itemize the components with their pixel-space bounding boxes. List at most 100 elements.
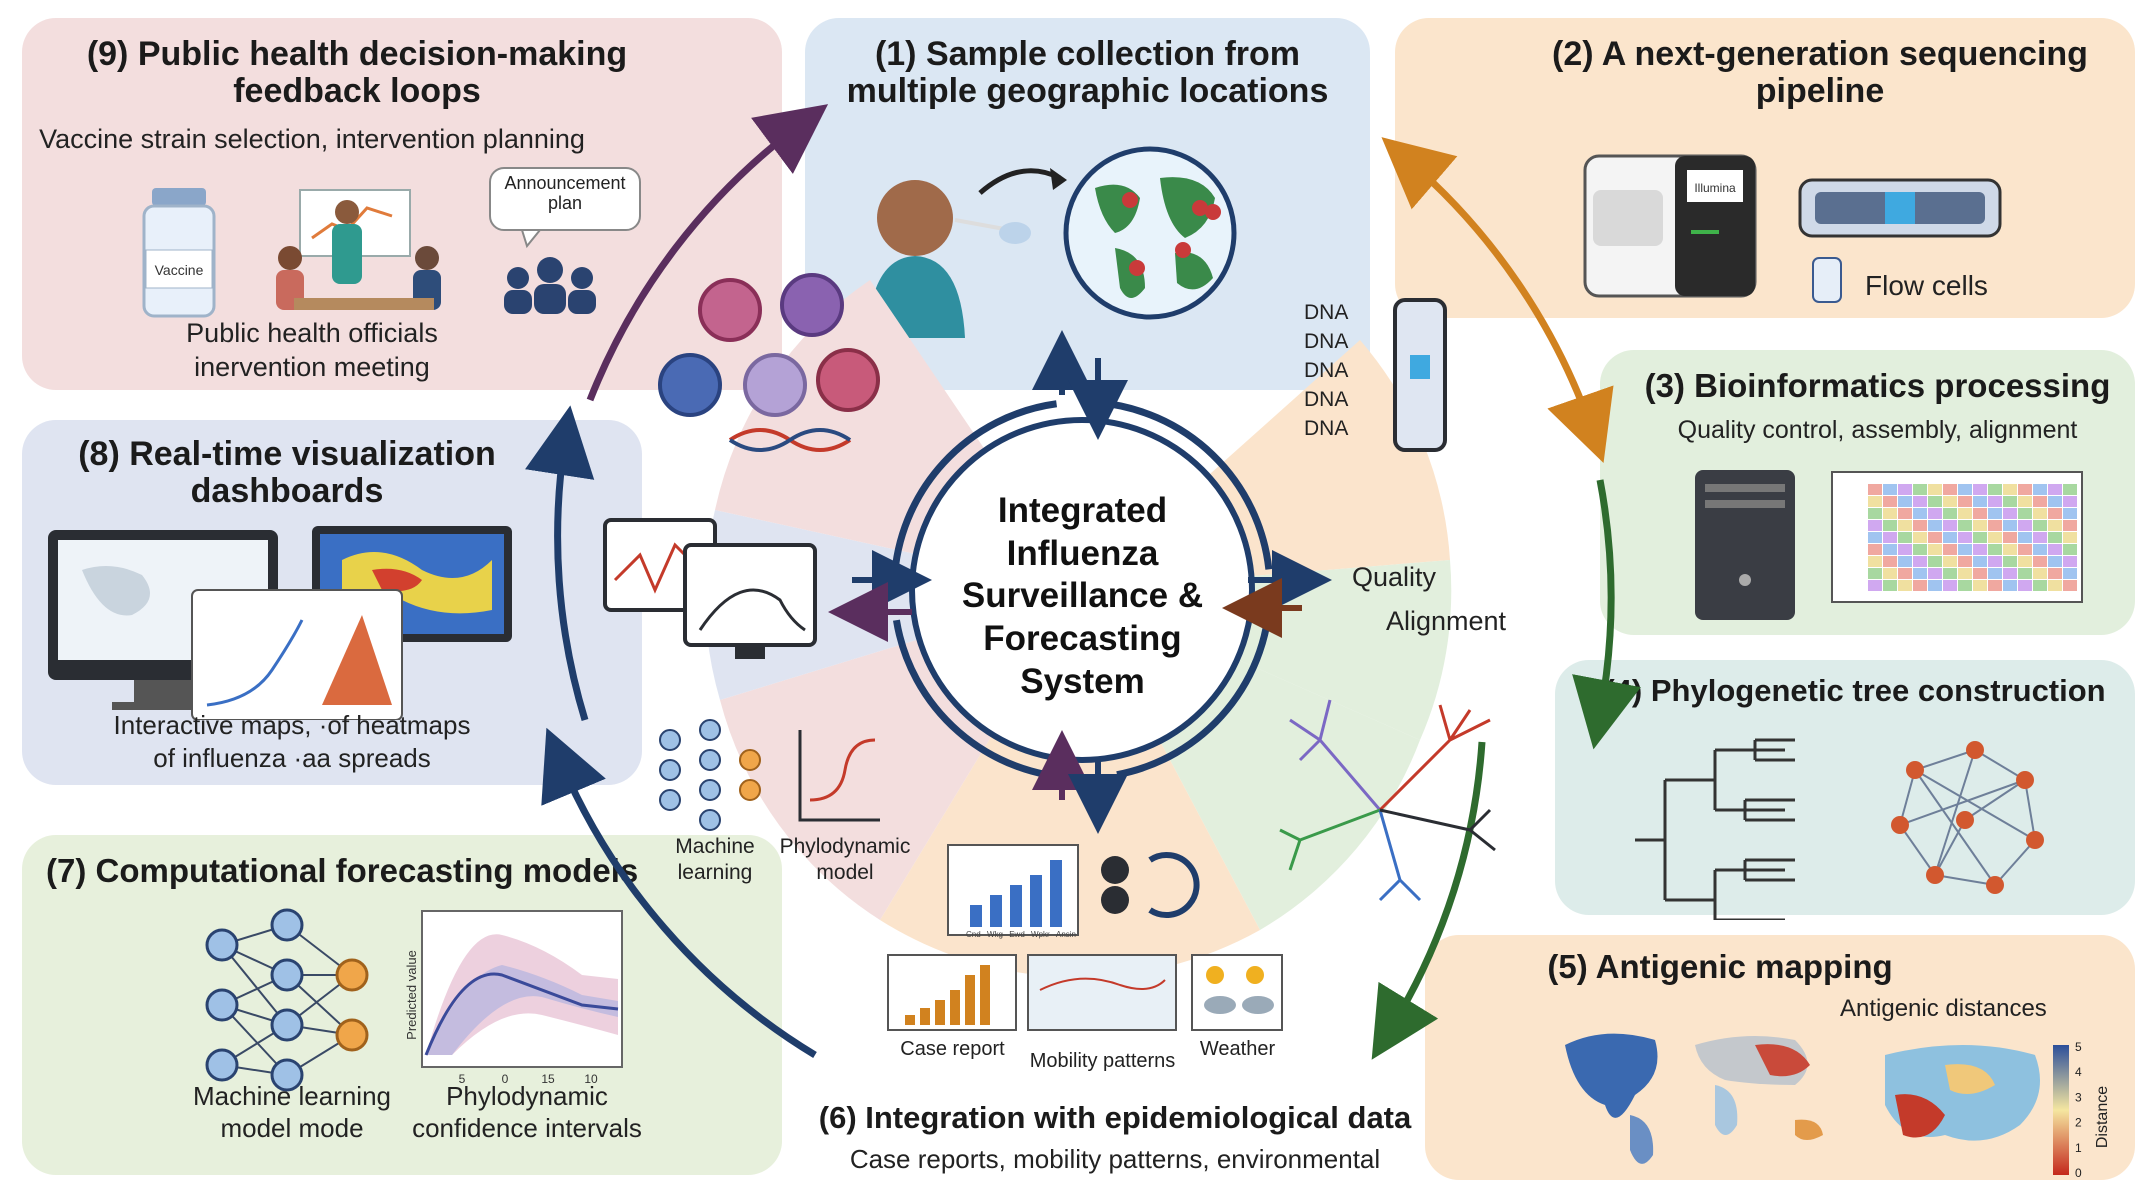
- alignment-cell: [1883, 556, 1897, 567]
- forecast-x-tick-label: 15: [541, 1072, 555, 1086]
- center-title: Integrated Influenza Surveillance & Fore…: [961, 491, 1204, 701]
- alignment-cell: [1943, 484, 1957, 495]
- vaccine-vial-icon: [142, 188, 216, 318]
- ring-phylo-line1: Phylodynamic: [779, 835, 911, 858]
- forecast-x-tick-label: 5: [459, 1072, 466, 1086]
- alignment-cell: [1943, 508, 1957, 519]
- alignment-cell: [1958, 544, 1972, 555]
- alignment-cell: [1973, 568, 1987, 579]
- alignment-cell: [1973, 556, 1987, 567]
- panel-bioinformatics-subtitle: Quality control, assembly, alignment: [1677, 416, 2078, 444]
- alignment-cell: [1868, 556, 1882, 567]
- forecast-ml-line1: Machine learning: [192, 1081, 391, 1111]
- scale-tick-label: 5: [2075, 1040, 2082, 1054]
- ngs-illustrations: Illumina: [1583, 154, 2002, 303]
- alignment-cell: [1868, 532, 1882, 543]
- heatmap-asia-icon: [1885, 1045, 2040, 1141]
- server-icon: [1695, 470, 1795, 620]
- scale-tick-label: 4: [2075, 1065, 2082, 1079]
- globe-icon: [1063, 146, 1237, 320]
- tube-icon: [1812, 257, 1842, 303]
- alignment-cell: [1913, 484, 1927, 495]
- dna-cartridge-icon: [1393, 298, 1447, 452]
- alignment-cell: [2048, 544, 2062, 555]
- alignment-cell: [2003, 508, 2017, 519]
- alignment-cell: [2033, 520, 2047, 531]
- panel-forecasting: (7) Computational forecasting models: [22, 835, 782, 1175]
- panel-epi-title: (6) Integration with epidemiological dat…: [818, 1100, 1412, 1135]
- alignment-cell: [1898, 520, 1912, 531]
- alignment-cell: [1868, 496, 1882, 507]
- alignment-cell: [2048, 520, 2062, 531]
- ring-weather-icon: [1191, 954, 1283, 1031]
- alignment-cell: [1913, 556, 1927, 567]
- alignment-cell: [1943, 544, 1957, 555]
- bar-tick-label: Ansin: [1055, 930, 1076, 939]
- alignment-cell: [2003, 580, 2017, 591]
- arrow-icon: [978, 168, 1062, 195]
- alignment-cell: [1913, 496, 1927, 507]
- alignment-cell: [1928, 568, 1942, 579]
- panel-forecasting-title: (7) Computational forecasting models: [46, 852, 639, 889]
- alignment-cell: [2063, 544, 2077, 555]
- alignment-cell: [1958, 508, 1972, 519]
- alignment-cell: [1988, 532, 2002, 543]
- alignment-cell: [1958, 580, 1972, 591]
- network-icon: [1891, 741, 2044, 894]
- alignment-cell: [2003, 544, 2017, 555]
- alignment-cell: [2063, 556, 2077, 567]
- alignment-cell: [2063, 580, 2077, 591]
- bar-tick-label: Wpkr: [1031, 930, 1050, 939]
- scale-tick-label: 1: [2075, 1141, 2082, 1155]
- ring-phylodynamic-chart-icon: [798, 730, 880, 822]
- alignment-cell: [1988, 568, 2002, 579]
- sample-illustrations: [867, 146, 1237, 338]
- alignment-cell: [1973, 532, 1987, 543]
- alignment-cell: [1988, 556, 2002, 567]
- ring-ml-line1: Machine: [675, 835, 755, 858]
- alignment-cell: [1898, 496, 1912, 507]
- alignment-cell: [1928, 496, 1942, 507]
- alignment-cell: [1988, 496, 2002, 507]
- visualization-illustrations: [48, 526, 512, 720]
- alignment-cell: [2003, 568, 2017, 579]
- alignment-cell: [1958, 556, 1972, 567]
- distance-axis-label: Distance: [2094, 1086, 2111, 1148]
- alignment-cell: [1868, 484, 1882, 495]
- alignment-cell: [1988, 580, 2002, 591]
- vaccine-label: Vaccine: [155, 262, 204, 278]
- alignment-cell: [1943, 520, 1957, 531]
- meeting-icon: [276, 189, 441, 310]
- alignment-cell: [2003, 484, 2017, 495]
- alignment-cell: [1958, 568, 1972, 579]
- alignment-cell: [1958, 496, 1972, 507]
- forecast-phylo-line1: Phylodynamic: [446, 1081, 608, 1111]
- alignment-cell: [2003, 520, 2017, 531]
- visualization-caption-line1: Interactive maps, ·of heatmaps: [113, 710, 471, 740]
- alignment-cell: [1868, 520, 1882, 531]
- ring-phylo-line2: model: [816, 861, 874, 884]
- alignment-cell: [2063, 496, 2077, 507]
- scale-tick-label: 0: [2075, 1166, 2082, 1180]
- alignment-cell: [1913, 532, 1927, 543]
- alignment-cell: [1928, 532, 1942, 543]
- alignment-cell: [2063, 568, 2077, 579]
- alignment-cell: [2063, 508, 2077, 519]
- dna-label: DNA: [1304, 359, 1349, 382]
- alignment-cell: [1898, 508, 1912, 519]
- alignment-cell: [1973, 484, 1987, 495]
- forecast-x-tick-label: 10: [584, 1072, 598, 1086]
- forecast-y-axis-label: Predicted value: [404, 950, 419, 1040]
- panel-bioinformatics-title: (3) Bioinformatics processing: [1644, 367, 2111, 404]
- alignment-cell: [1943, 580, 1957, 591]
- sequencer-label: Illumina: [1694, 181, 1736, 195]
- dna-helix-icon: [728, 428, 852, 452]
- alignment-cell: [2018, 580, 2032, 591]
- panel-public-health-title: (9) Public health decision-making feedba…: [86, 35, 628, 110]
- alignment-cell: [2033, 544, 2047, 555]
- alignment-cell: [1868, 544, 1882, 555]
- alignment-cell: [2018, 544, 2032, 555]
- alignment-cell: [1928, 484, 1942, 495]
- alignment-cell: [1943, 568, 1957, 579]
